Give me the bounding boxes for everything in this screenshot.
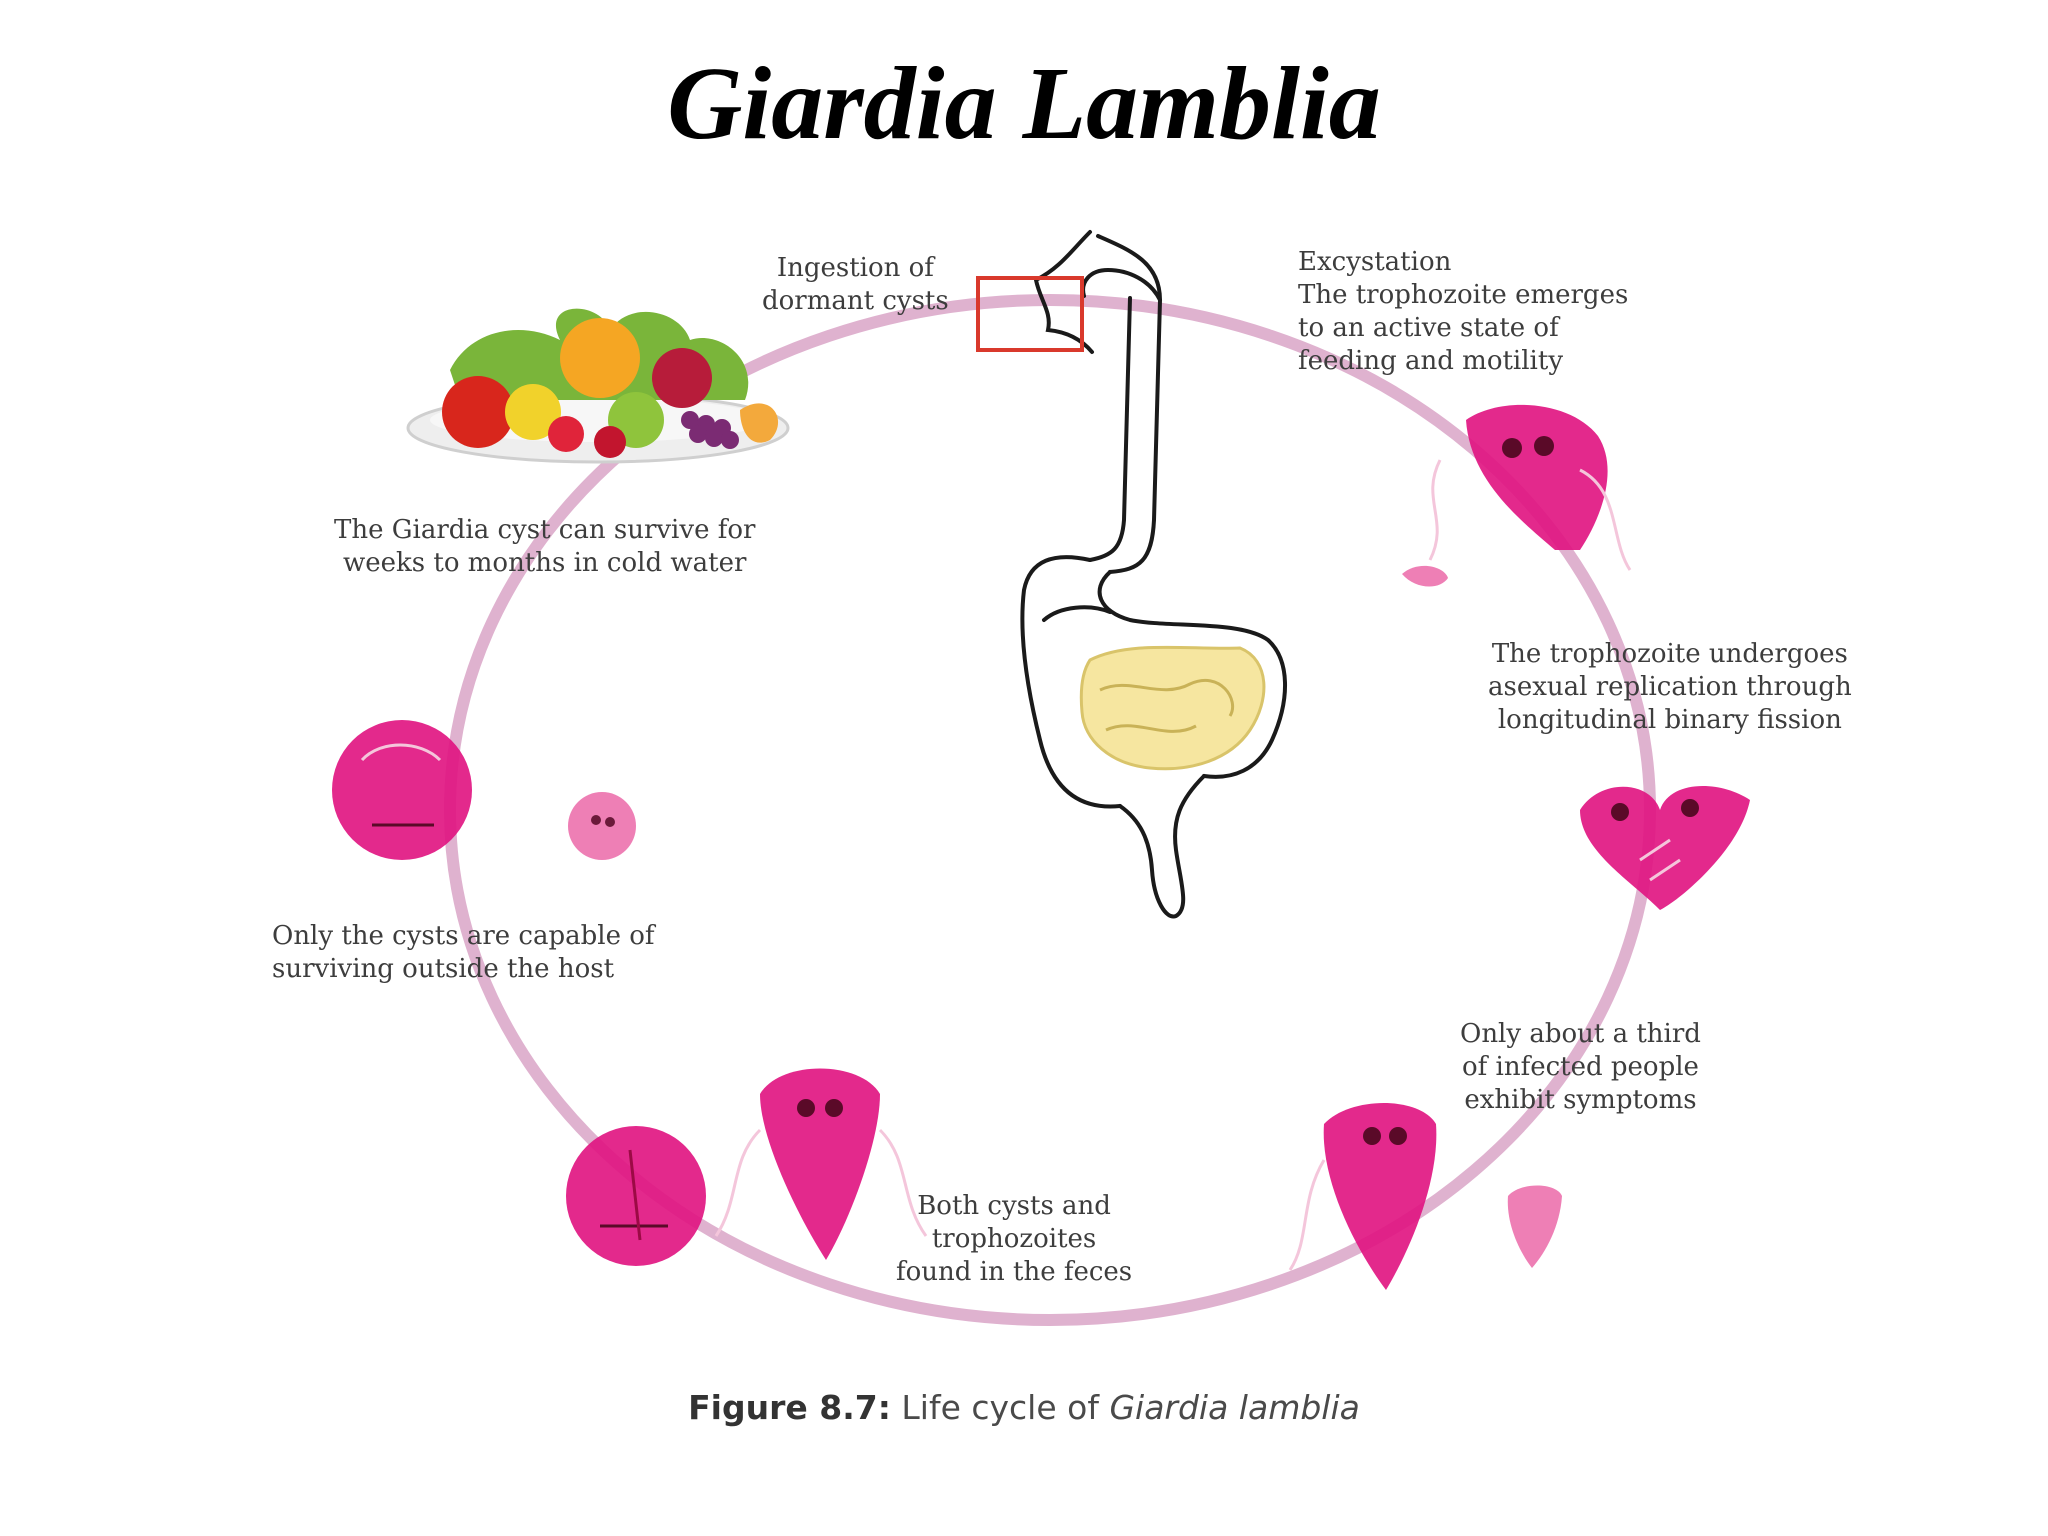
caption-text: Life cycle of bbox=[901, 1388, 1110, 1427]
trophozoite-symptoms-icon bbox=[1288, 1103, 1437, 1290]
figure-number: Figure 8.7: bbox=[688, 1388, 891, 1427]
label-only-cysts: Only the cysts are capable of surviving … bbox=[272, 921, 655, 984]
cyst-large-left-icon bbox=[332, 720, 472, 860]
label-excystation: Excystation The trophozoite emerges to a… bbox=[1298, 247, 1629, 376]
page-title: Giardia Lamblia bbox=[667, 46, 1381, 161]
label-cyst-survival: The Giardia cyst can survive for weeks t… bbox=[334, 515, 756, 578]
small-trophozoite-bottom-icon bbox=[1507, 1185, 1562, 1268]
figure-caption: Figure 8.7: Life cycle of Giardia lambli… bbox=[0, 1388, 2048, 1427]
label-feces: Both cysts and trophozoites found in the… bbox=[896, 1191, 1133, 1287]
label-ingestion: Ingestion of dormant cysts bbox=[762, 253, 949, 316]
small-trophozoite-icon bbox=[1402, 565, 1448, 587]
cyst-bottom-icon bbox=[566, 1126, 706, 1266]
digestive-tract-icon bbox=[1020, 230, 1288, 919]
small-intestine-icon bbox=[1079, 645, 1266, 771]
fruit-bowl-icon bbox=[406, 308, 790, 464]
caption-species: Giardia lamblia bbox=[1109, 1388, 1360, 1427]
dividing-trophozoite-icon bbox=[1580, 786, 1750, 910]
cyst-small-left-icon bbox=[568, 792, 636, 860]
mouth-highlight-box bbox=[976, 276, 1084, 352]
label-third: Only about a third of infected people ex… bbox=[1460, 1019, 1701, 1115]
trophozoite-feces-icon bbox=[714, 1068, 928, 1260]
label-replication: The trophozoite undergoes asexual replic… bbox=[1488, 639, 1852, 735]
trophozoite-excystation-icon bbox=[1428, 404, 1632, 571]
